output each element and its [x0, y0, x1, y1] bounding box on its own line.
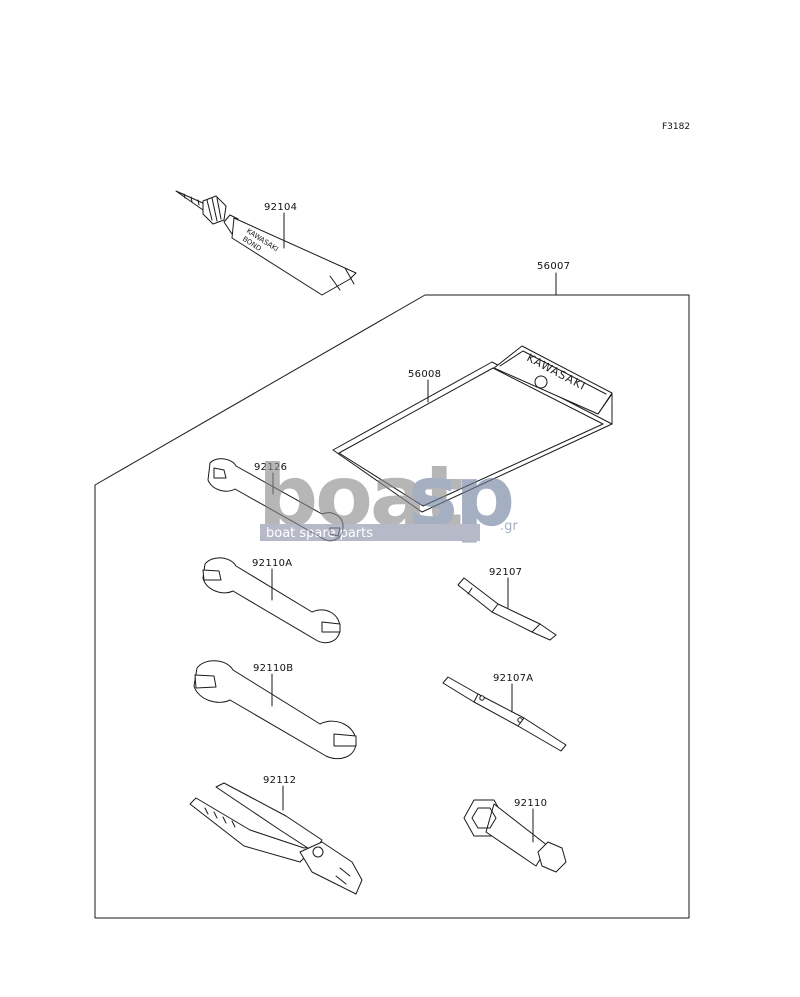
wrench-92110b-illustration: [193, 660, 357, 760]
part-label-92110: 92110: [514, 798, 547, 809]
watermark-gr: .gr: [500, 519, 518, 534]
screwdriver-illustration: [457, 577, 557, 641]
watermark: boat sp .gr boat spare parts: [258, 447, 518, 545]
part-label-92112: 92112: [263, 775, 296, 786]
bond-tube-illustration: KAWASAKI BOND: [175, 190, 357, 296]
part-label-56008: 56008: [408, 369, 441, 380]
figure-code: F3182: [662, 122, 690, 132]
socket-illustration: [463, 799, 567, 873]
part-label-92110a: 92110A: [252, 558, 292, 569]
part-label-92104: 92104: [264, 202, 297, 213]
part-label-92126: 92126: [254, 462, 287, 473]
kit-outline: [94, 294, 690, 919]
screwdriver-a-illustration: [442, 676, 567, 752]
pliers-illustration: [189, 782, 363, 895]
watermark-tagline: boat spare parts: [266, 526, 373, 541]
wrench-92110a-illustration: [202, 557, 341, 644]
watermark-tagline-bar: [260, 524, 480, 541]
part-label-56007: 56007: [537, 261, 570, 272]
part-label-92107a: 92107A: [493, 673, 533, 684]
part-label-92107: 92107: [489, 567, 522, 578]
part-label-92110b: 92110B: [253, 663, 293, 674]
tool-case-illustration: KAWASAKI: [332, 345, 613, 513]
